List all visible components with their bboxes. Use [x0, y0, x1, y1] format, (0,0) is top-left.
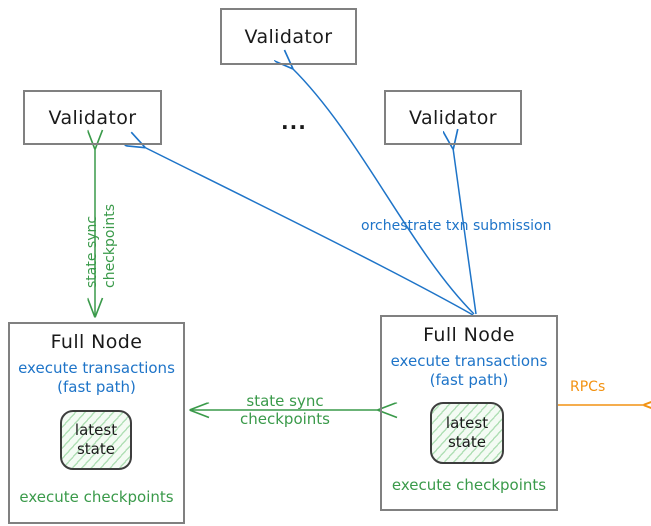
latest-state-left-line1: latest: [74, 421, 118, 440]
latest-state-right-line1: latest: [445, 414, 489, 433]
validator-left-label: Validator: [48, 106, 137, 129]
validator-box-top[interactable]: Validator: [220, 8, 357, 65]
validator-right-label: Validator: [409, 106, 497, 129]
latest-state-box-right[interactable]: latest state: [430, 402, 504, 464]
edge-label-rpcs: RPCs: [570, 379, 606, 395]
arrow-fullnode-to-validator-top: [292, 68, 475, 315]
fullnode-left-blue-line2: (fast path): [57, 377, 136, 396]
arrow-fullnode-to-validator-left: [144, 147, 474, 316]
fullnode-right-blue-line2: (fast path): [429, 370, 509, 389]
latest-state-left-label: latest state: [75, 421, 117, 459]
fullnode-right-green-footer: execute checkpoints: [391, 476, 547, 494]
fullnode-left-blue-line1: execute transactions: [18, 358, 175, 377]
validator-box-right[interactable]: Validator: [384, 90, 522, 145]
latest-state-right-line2: state: [447, 433, 486, 451]
edge-label-state-sync-horizontal: state sync checkpoints: [227, 392, 343, 428]
validators-ellipsis: ...: [281, 110, 307, 134]
fullnode-box-right[interactable]: Full Node execute transactions (fast pat…: [380, 315, 558, 511]
validator-box-left[interactable]: Validator: [23, 90, 162, 145]
edge-label-orchestrate: orchestrate txn submission: [361, 218, 552, 234]
edge-label-state-sync-vertical-line2: checkpoints: [102, 204, 118, 288]
validator-top-label: Validator: [244, 25, 333, 48]
fullnode-box-left[interactable]: Full Node execute transactions (fast pat…: [8, 322, 185, 524]
edge-label-state-sync-vertical-line1: state sync: [84, 215, 100, 288]
fullnode-right-blue-line1: execute transactions: [390, 351, 548, 370]
fullnode-right-title: Full Node: [423, 324, 515, 346]
latest-state-right-label: latest state: [446, 414, 488, 452]
fullnode-left-green-footer: execute checkpoints: [19, 488, 174, 506]
edge-label-state-sync-horizontal-line1: state sync: [246, 392, 324, 410]
fullnode-left-title: Full Node: [50, 331, 143, 353]
latest-state-left-line2: state: [76, 440, 115, 458]
latest-state-box-left[interactable]: latest state: [60, 410, 132, 470]
edge-label-state-sync-horizontal-line2: checkpoints: [240, 410, 330, 428]
arrow-fullnode-to-validator-right: [453, 148, 477, 315]
